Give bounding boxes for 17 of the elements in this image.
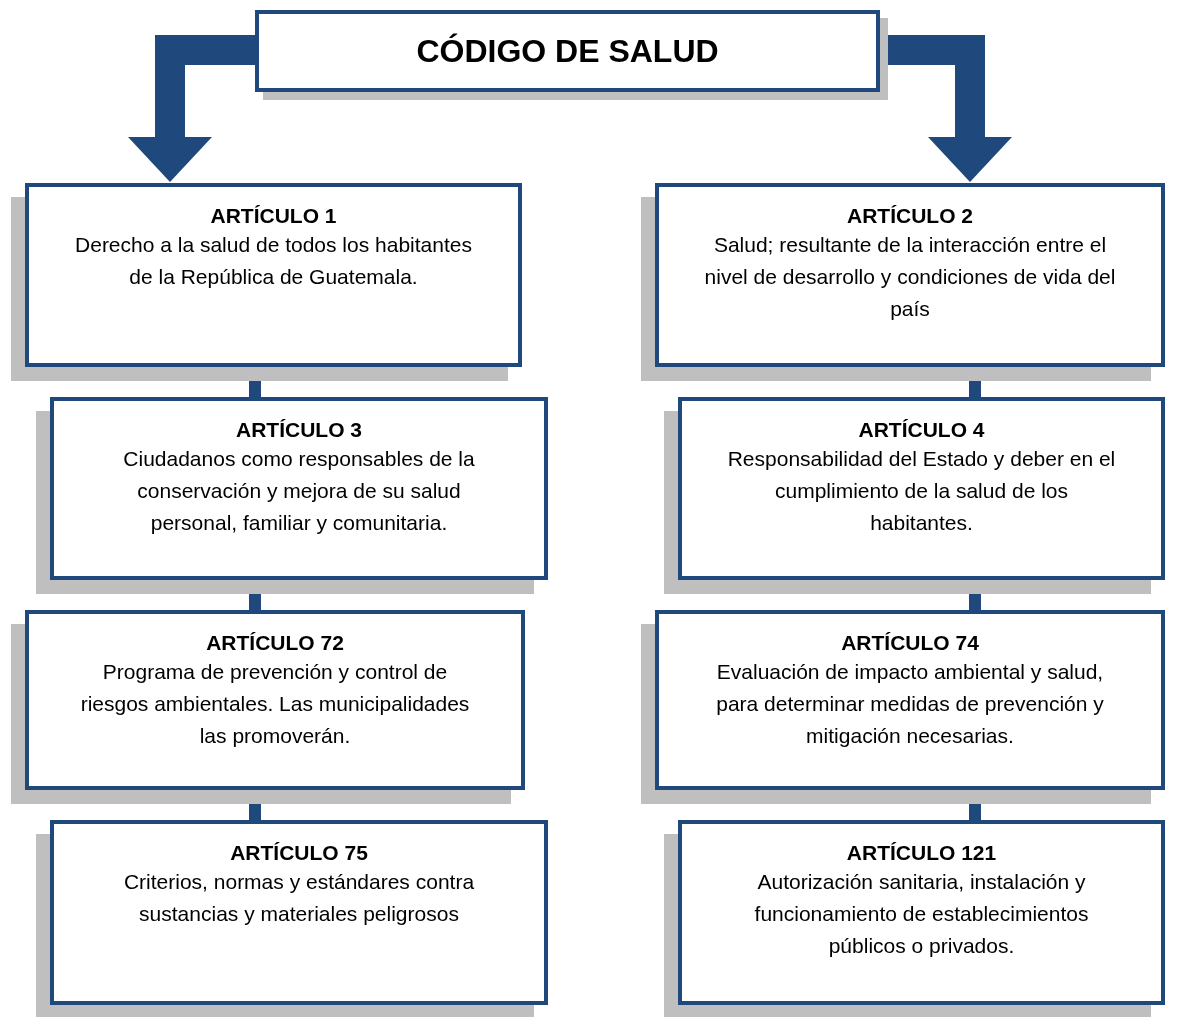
article-description: Ciudadanos como responsables de la conservación y mejora de su salud personal, familiar y comunitaria. (122, 446, 476, 537)
article-heading: ARTÍCULO 75 (230, 840, 368, 866)
article-description: Salud; resultante de la interacción entre el nivel de desarrollo y condiciones de vida del país (703, 232, 1117, 323)
title-text: CÓDIGO DE SALUD (416, 32, 719, 71)
article-description: Evaluación de impacto ambiental y salud, para determinar medidas de prevención y mitigación necesarias. (715, 659, 1105, 750)
article-heading: ARTÍCULO 1 (210, 203, 337, 229)
article-description: Autorización sanitaria, instalación y funcionamiento de establecimientos públicos o privados. (753, 869, 1090, 960)
article-description: Programa de prevención y control de riesgos ambientales. Las municipalidades las promoverán. (79, 659, 471, 750)
article-heading: ARTÍCULO 74 (841, 630, 979, 656)
article-heading: ARTÍCULO 4 (858, 417, 985, 443)
article-description: Responsabilidad del Estado y deber en el cumplimiento de la salud de los habitantes. (726, 446, 1117, 537)
article-description: Criterios, normas y estándares contra sustancias y materiales peligrosos (122, 869, 476, 928)
article-heading: ARTÍCULO 121 (846, 840, 997, 866)
article-heading: ARTÍCULO 3 (236, 417, 362, 443)
article-heading: ARTÍCULO 72 (206, 630, 344, 656)
article-description: Derecho a la salud de todos los habitantes de la República de Guatemala. (74, 232, 473, 291)
article-heading: ARTÍCULO 2 (847, 203, 973, 229)
